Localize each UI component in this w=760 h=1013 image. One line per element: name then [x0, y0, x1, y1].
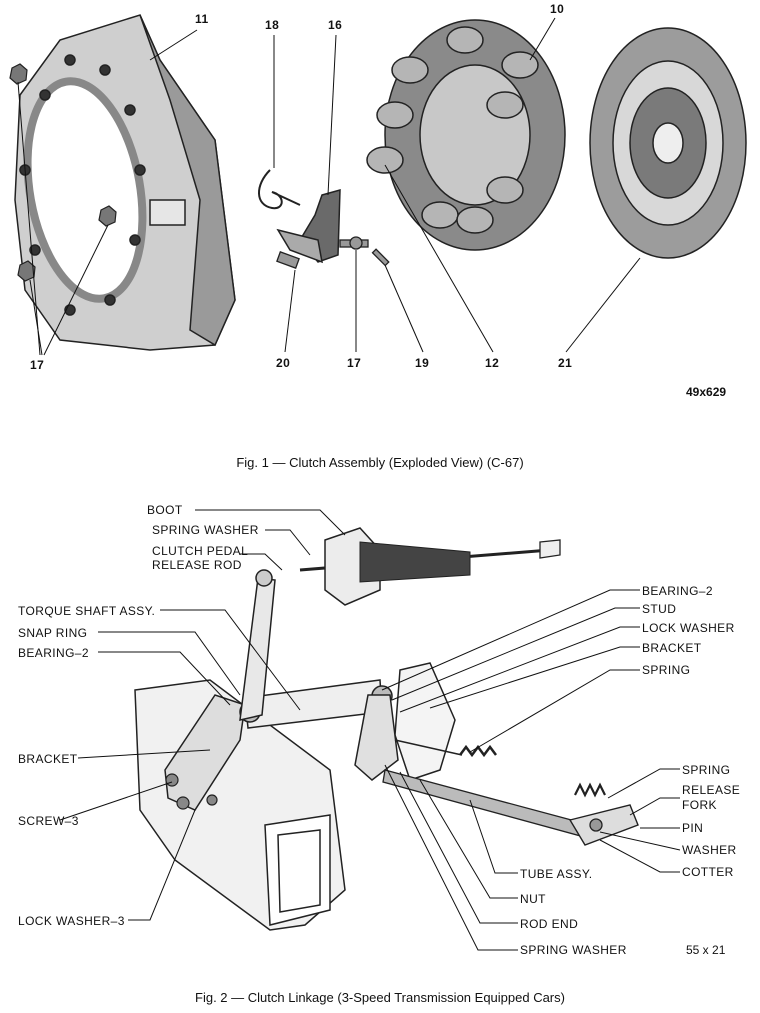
label-cotter: COTTER [682, 865, 734, 879]
callout-20: 20 [276, 356, 291, 370]
return-spring [459, 744, 497, 758]
label-lock-washer-left: LOCK WASHER–3 [18, 914, 125, 928]
release-fork [276, 189, 341, 264]
label-bearing-left: BEARING–2 [18, 646, 89, 660]
clutch-assembly-drawing [9, 14, 747, 356]
callout-17-left: 17 [30, 358, 45, 372]
fig2-leader-lines [59, 509, 681, 951]
figure-1-exploded-view: 11 18 16 10 17 20 17 19 12 21 49x629 Fig… [0, 0, 760, 480]
label-spring-washer-bottom: SPRING WASHER [520, 943, 627, 957]
fig1-leader-lines [17, 17, 641, 356]
bracket-plate [164, 694, 246, 811]
label-boot: BOOT [147, 503, 183, 517]
upper-lever [239, 577, 276, 721]
label-release-rod: RELEASE ROD [152, 558, 242, 572]
label-spring-lower: SPRING [682, 763, 731, 777]
clutch-linkage-drawing [59, 509, 681, 951]
label-fork: FORK [682, 798, 717, 812]
label-tube-assy: TUBE ASSY. [520, 867, 593, 881]
label-release: RELEASE [682, 783, 741, 797]
label-nut: NUT [520, 892, 546, 906]
clutch-disc [589, 27, 747, 259]
label-lock-washer-right: LOCK WASHER [642, 621, 735, 635]
figure-1-caption: Fig. 1 — Clutch Assembly (Exploded View)… [236, 455, 524, 470]
label-torque-shaft: TORQUE SHAFT ASSY. [18, 604, 156, 618]
callout-19: 19 [415, 356, 430, 370]
figure-1-code: 49x629 [686, 385, 727, 399]
pressure-plate [366, 19, 566, 251]
release-spring [258, 169, 301, 210]
label-bracket-right: BRACKET [642, 641, 702, 655]
label-clutch-pedal: CLUTCH PEDAL [152, 544, 249, 558]
tube-assembly [382, 769, 591, 839]
label-bearing-right: BEARING–2 [642, 584, 713, 598]
clutch-housing [14, 14, 236, 351]
label-bracket-left: BRACKET [18, 752, 78, 766]
callout-10: 10 [550, 2, 565, 16]
label-washer: WASHER [682, 843, 737, 857]
label-spring-washer: SPRING WASHER [152, 523, 259, 537]
callout-18: 18 [265, 18, 280, 32]
label-rod-end: ROD END [520, 917, 579, 931]
figure-2-code: 55 x 21 [686, 943, 726, 957]
callout-12: 12 [485, 356, 500, 370]
figure-2-caption: Fig. 2 — Clutch Linkage (3-Speed Transmi… [195, 990, 565, 1005]
label-stud: STUD [642, 602, 677, 616]
label-spring-upper: SPRING [642, 663, 691, 677]
figure-2-linkage: BOOT SPRING WASHER CLUTCH PEDAL RELEASE … [0, 480, 760, 1013]
fork-spring [574, 782, 606, 798]
label-screw: SCREW–3 [18, 814, 79, 828]
torque-shaft [244, 679, 383, 729]
housing-nuts [9, 63, 117, 282]
callout-11: 11 [195, 12, 209, 26]
callout-21: 21 [558, 356, 573, 370]
small-parts [276, 236, 390, 269]
label-pin: PIN [682, 821, 704, 835]
callout-16: 16 [328, 18, 343, 32]
callout-17-center: 17 [347, 356, 362, 370]
label-snap-ring: SNAP RING [18, 626, 88, 640]
release-fork [568, 804, 639, 846]
